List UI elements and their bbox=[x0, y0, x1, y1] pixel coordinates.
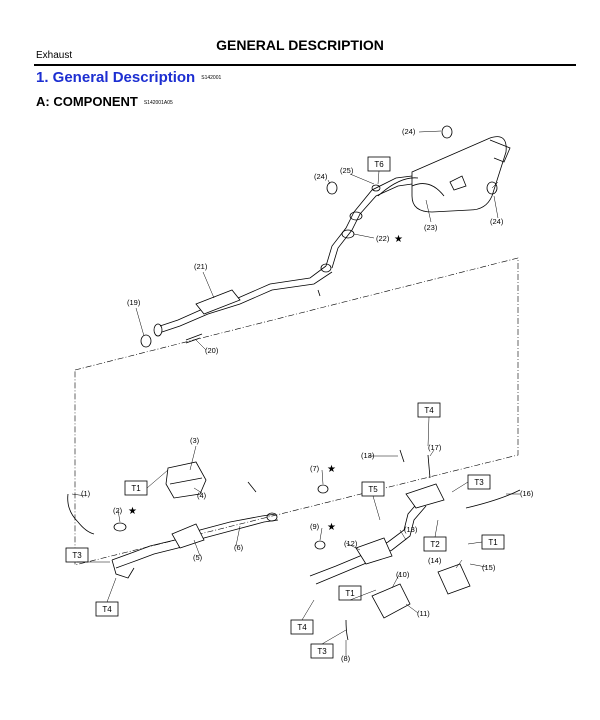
star-7: ★ bbox=[327, 464, 336, 475]
torque-t5: T5 bbox=[368, 485, 378, 494]
gasket-25 bbox=[371, 184, 381, 192]
bolt-18 bbox=[399, 449, 405, 463]
section-label: Exhaust bbox=[36, 50, 73, 61]
front-exhaust-pipe-rh bbox=[309, 483, 445, 585]
label-7: (7) bbox=[310, 464, 320, 473]
torque-t2: T2 bbox=[430, 540, 440, 549]
label-1: (1) bbox=[81, 489, 91, 498]
label-19: (19) bbox=[127, 298, 141, 307]
torque-t6: T6 bbox=[374, 160, 384, 169]
label-24b: (24) bbox=[314, 172, 328, 181]
rubber-mount-24-left bbox=[326, 181, 338, 195]
label-4: (4) bbox=[197, 491, 207, 500]
rubber-mount-24-top bbox=[441, 125, 453, 139]
page-title: GENERAL DESCRIPTION bbox=[216, 37, 384, 53]
oxygen-sensor-16 bbox=[465, 489, 521, 509]
flange-upper bbox=[349, 211, 363, 221]
label-9: (9) bbox=[310, 522, 320, 531]
star-9: ★ bbox=[327, 522, 336, 533]
label-6: (6) bbox=[234, 543, 244, 552]
header-rule bbox=[34, 64, 576, 66]
label-13: (13) bbox=[404, 525, 418, 534]
heading-general-description: 1. General Description S142001 bbox=[36, 69, 221, 86]
leaders bbox=[71, 130, 520, 656]
label-14: (14) bbox=[428, 556, 442, 565]
label-2: (2) bbox=[113, 506, 123, 515]
label-21: (21) bbox=[194, 262, 208, 271]
label-24c: (24) bbox=[490, 217, 504, 226]
torque-t1c: T1 bbox=[345, 589, 355, 598]
label-3: (3) bbox=[190, 436, 200, 445]
label-5: (5) bbox=[193, 553, 203, 562]
stud-17 bbox=[427, 454, 431, 479]
oxygen-sensor-1 bbox=[67, 493, 95, 535]
heat-shield-10 bbox=[371, 583, 411, 619]
gasket-2 bbox=[113, 522, 127, 532]
rear-pipe bbox=[353, 175, 413, 215]
rubber-mount-24-right bbox=[486, 181, 498, 195]
gasket-7 bbox=[317, 484, 329, 494]
star-22: ★ bbox=[394, 234, 403, 245]
subheading-text: A: COMPONENT bbox=[36, 94, 138, 109]
torque-t3a: T3 bbox=[474, 478, 484, 487]
label-12: (12) bbox=[344, 539, 358, 548]
label-16: (16) bbox=[520, 489, 534, 498]
torque-t3c: T3 bbox=[317, 647, 327, 656]
gasket-9 bbox=[314, 540, 326, 550]
label-15: (15) bbox=[482, 563, 496, 572]
subheading-code: S142001A05 bbox=[143, 99, 173, 106]
gasket-22 bbox=[341, 229, 355, 239]
label-17: (17) bbox=[428, 443, 442, 452]
oxygen-sensor-8 bbox=[345, 619, 349, 641]
label-25: (25) bbox=[340, 166, 354, 175]
label-11: (11) bbox=[417, 609, 430, 618]
center-pipe bbox=[153, 263, 333, 337]
torque-t3b: T3 bbox=[72, 551, 82, 560]
label-20: (20) bbox=[205, 346, 219, 355]
front-exhaust-pipe-lh bbox=[111, 512, 279, 579]
heading-component: A: COMPONENT S142001A05 bbox=[36, 94, 173, 109]
torque-t1b: T1 bbox=[488, 538, 498, 547]
label-23: (23) bbox=[424, 223, 438, 232]
torque-t1a: T1 bbox=[131, 484, 141, 493]
bolt-20 bbox=[185, 333, 203, 344]
heat-shield-14 bbox=[437, 563, 471, 595]
label-10: (10) bbox=[396, 570, 410, 579]
bolt-center bbox=[247, 481, 257, 493]
star-2: ★ bbox=[128, 506, 137, 517]
enclosure-outline bbox=[74, 257, 519, 566]
gasket-19 bbox=[140, 334, 152, 348]
label-8: (8) bbox=[341, 654, 351, 663]
torque-leaders bbox=[77, 170, 483, 645]
rear-muffler bbox=[377, 136, 511, 213]
heading-text: 1. General Description bbox=[36, 69, 196, 86]
label-18: (13) bbox=[361, 451, 375, 460]
torque-t4a: T4 bbox=[424, 406, 434, 415]
label-24a: (24) bbox=[402, 127, 416, 136]
torque-t4b: T4 bbox=[102, 605, 112, 614]
label-22: (22) bbox=[376, 234, 390, 243]
torque-t4c: T4 bbox=[297, 623, 307, 632]
heading-code: S142001 bbox=[201, 75, 222, 82]
